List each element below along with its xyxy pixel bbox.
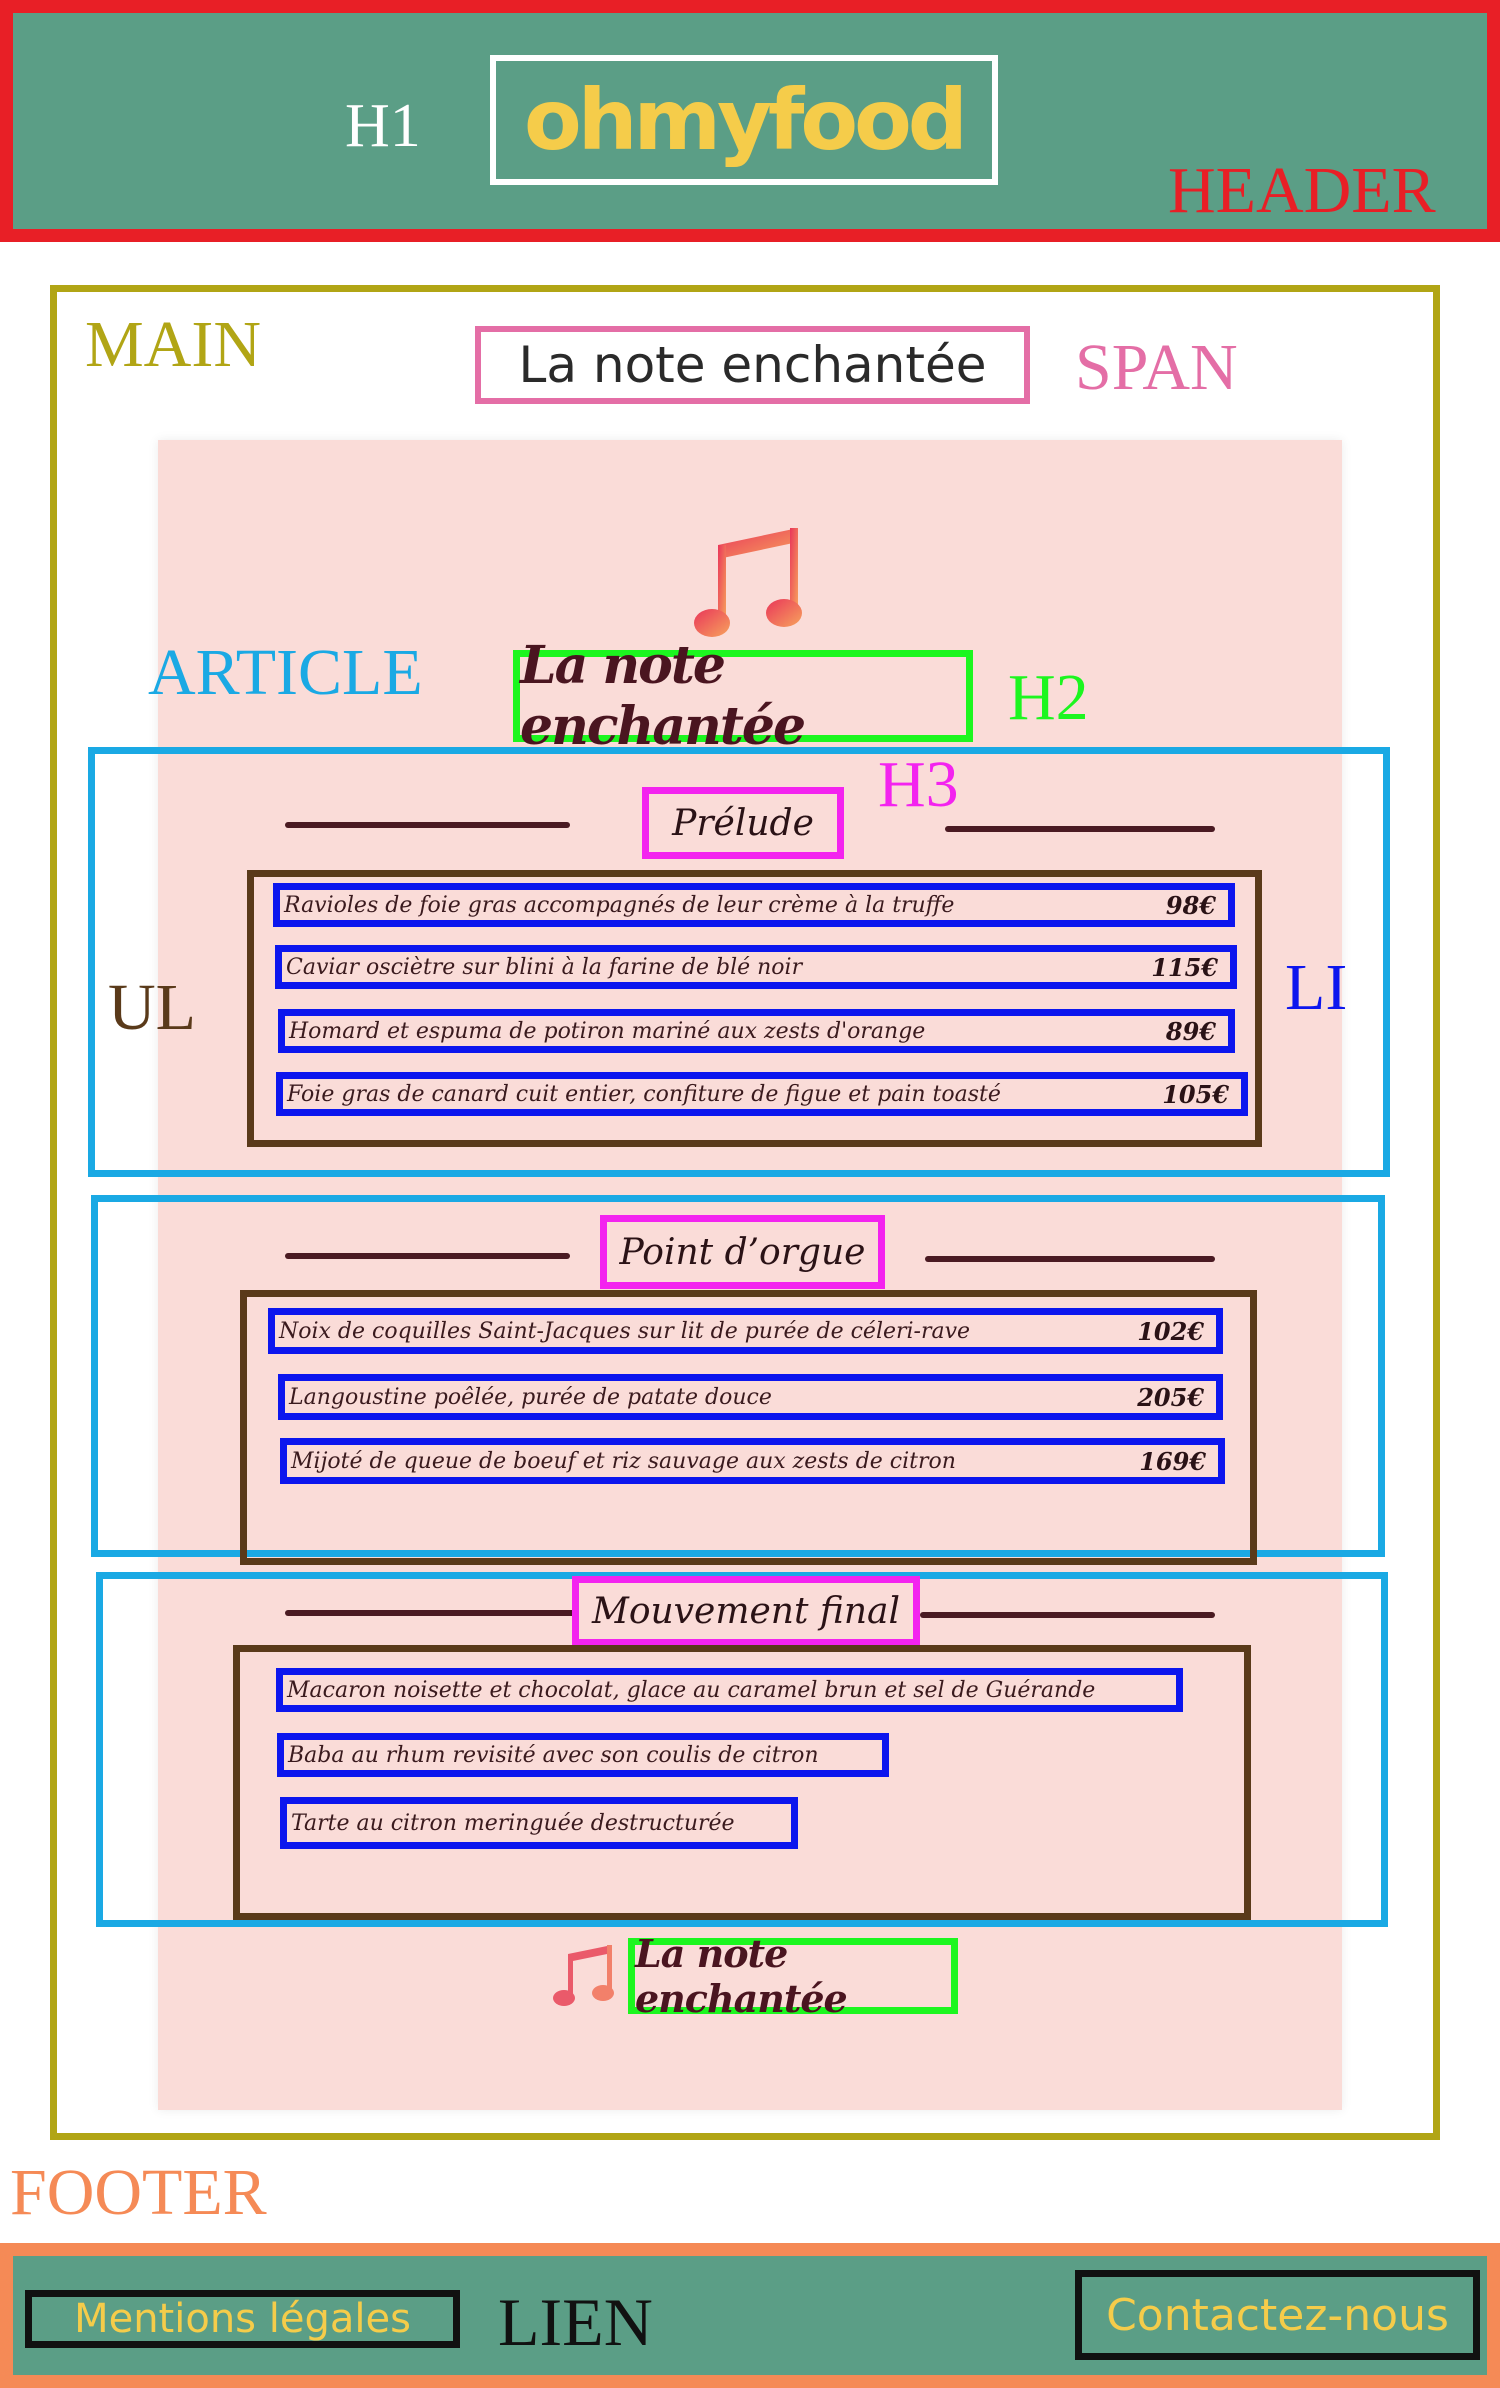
h3-label: H3 <box>878 748 959 821</box>
header-tag-label: H1 <box>345 92 421 160</box>
dish-price: 98€ <box>1165 890 1216 920</box>
divider-left <box>285 822 570 828</box>
divider-right <box>920 1612 1215 1618</box>
main-label: MAIN <box>85 308 261 381</box>
dish-name: Homard et espuma de potiron mariné aux z… <box>289 1018 926 1044</box>
menu-item: Mijoté de queue de boeuf et riz sauvage … <box>280 1438 1225 1484</box>
dish-name: Foie gras de canard cuit entier, confitu… <box>287 1081 1001 1107</box>
menu-item: Baba au rhum revisité avec son coulis de… <box>277 1733 889 1777</box>
section-title: Prélude <box>672 802 814 844</box>
main-outline <box>50 285 1440 2140</box>
small-music-note-icon <box>553 1945 614 2006</box>
dish-name: Baba au rhum revisité avec son coulis de… <box>288 1742 819 1768</box>
h2-label: H2 <box>1008 661 1089 734</box>
footer-brand-box: La note enchantée <box>628 1931 958 2021</box>
article-label: ARTICLE <box>148 636 423 709</box>
divider-left <box>285 1610 575 1616</box>
menu-card <box>158 440 1342 2110</box>
dish-name: Tarte au citron meringuée destructurée <box>291 1810 735 1836</box>
footer-brand: La note enchantée <box>635 1931 848 2021</box>
article-prelude <box>88 747 1390 1177</box>
divider-left <box>285 1253 570 1259</box>
dish-price: 205€ <box>1137 1382 1204 1412</box>
divider-right <box>945 826 1215 832</box>
span-label: SPAN <box>1075 331 1238 404</box>
article-mouvement-final <box>96 1572 1388 1927</box>
section-title: Point d’orgue <box>619 1231 866 1273</box>
footer-banner <box>0 2243 1500 2388</box>
menu-item: Tarte au citron meringuée destructurée <box>280 1797 798 1849</box>
dish-name: Noix de coquilles Saint-Jacques sur lit … <box>279 1318 971 1344</box>
music-note-icon <box>694 528 802 637</box>
dish-name: Caviar osciètre sur blini à la farine de… <box>286 954 803 980</box>
menu-item: Foie gras de canard cuit entier, confitu… <box>276 1072 1248 1116</box>
dish-name: Macaron noisette et chocolat, glace au c… <box>287 1677 1096 1703</box>
li-label: LI <box>1285 951 1348 1024</box>
dish-price: 169€ <box>1139 1446 1206 1476</box>
ul-label: UL <box>108 971 196 1044</box>
h3-mouvement-final: Mouvement final <box>572 1576 920 1646</box>
logo: ohmyfood <box>524 71 968 169</box>
logo-h1-box[interactable]: ohmyfood <box>490 55 998 185</box>
header-banner <box>0 0 1500 242</box>
h2-title: La note enchantée <box>520 635 806 757</box>
link-label: LIEN <box>498 2284 653 2360</box>
menu-item: Caviar osciètre sur blini à la farine de… <box>275 945 1237 989</box>
menu-item: Langoustine poêlée, purée de patate douc… <box>278 1374 1223 1420</box>
menu-list <box>233 1645 1251 1920</box>
menu-list <box>240 1290 1257 1565</box>
dish-price: 105€ <box>1162 1079 1229 1109</box>
h3-prelude: Prélude <box>642 787 844 859</box>
contact-link[interactable]: Contactez-nous <box>1075 2270 1480 2360</box>
menu-list <box>247 870 1262 1147</box>
h2-box: La note enchantée <box>513 635 973 757</box>
dish-name: Ravioles de foie gras accompagnés de leu… <box>284 892 955 918</box>
h3-point-dorgue: Point d’orgue <box>600 1215 885 1289</box>
legal-mentions-link[interactable]: Mentions légales <box>25 2290 460 2348</box>
dish-price: 115€ <box>1151 952 1218 982</box>
footer-label: FOOTER <box>10 2156 267 2229</box>
menu-item: Macaron noisette et chocolat, glace au c… <box>276 1668 1183 1712</box>
dish-price: 102€ <box>1137 1316 1204 1346</box>
title-span: La note enchantée <box>518 336 987 394</box>
menu-item: Ravioles de foie gras accompagnés de leu… <box>273 883 1235 927</box>
dish-name: Langoustine poêlée, purée de patate douc… <box>289 1384 772 1410</box>
article-point-dorgue <box>91 1195 1385 1557</box>
divider-right <box>925 1256 1215 1262</box>
dish-name: Mijoté de queue de boeuf et riz sauvage … <box>291 1448 956 1474</box>
menu-item: Noix de coquilles Saint-Jacques sur lit … <box>268 1308 1223 1354</box>
title-span-box: La note enchantée <box>475 326 1030 404</box>
dish-price: 89€ <box>1165 1016 1216 1046</box>
section-title: Mouvement final <box>591 1590 901 1632</box>
header-label: HEADER <box>1168 154 1436 227</box>
menu-item: Homard et espuma de potiron mariné aux z… <box>278 1009 1235 1053</box>
